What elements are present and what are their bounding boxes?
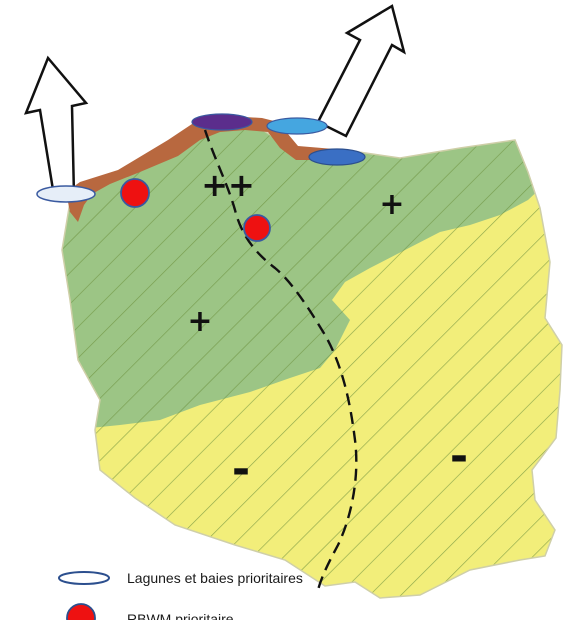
sign-north-center: ++: [201, 166, 255, 204]
rbwm-marker-west: [120, 178, 150, 208]
legend: Lagunes et baies prioritaires RBWM prior…: [58, 570, 303, 620]
outflow-arrow-west: [23, 55, 89, 198]
sign-north-east: +: [379, 187, 404, 222]
legend-rbwm-label: RBWM prioritaire: [127, 611, 234, 620]
sign-south-west: -: [232, 444, 250, 495]
legend-lagoon-label: Lagunes et baies prioritaires: [127, 570, 303, 586]
dashed-divide-line: [203, 129, 358, 591]
lagoon-marker-cyan: [266, 117, 328, 135]
outflow-arrow-north: [316, 4, 406, 138]
coastal-band: [66, 116, 350, 222]
lagoon-marker-blue: [308, 148, 366, 166]
sign-center-west: +: [187, 304, 212, 339]
lagoon-marker-purple: [191, 113, 253, 131]
legend-lagoon-icon: [58, 571, 110, 585]
lagoon-marker-white: [36, 185, 96, 203]
rbwm-marker-center: [243, 214, 271, 242]
sign-south-east: -: [450, 431, 468, 482]
legend-rbwm-icon: [66, 603, 96, 620]
